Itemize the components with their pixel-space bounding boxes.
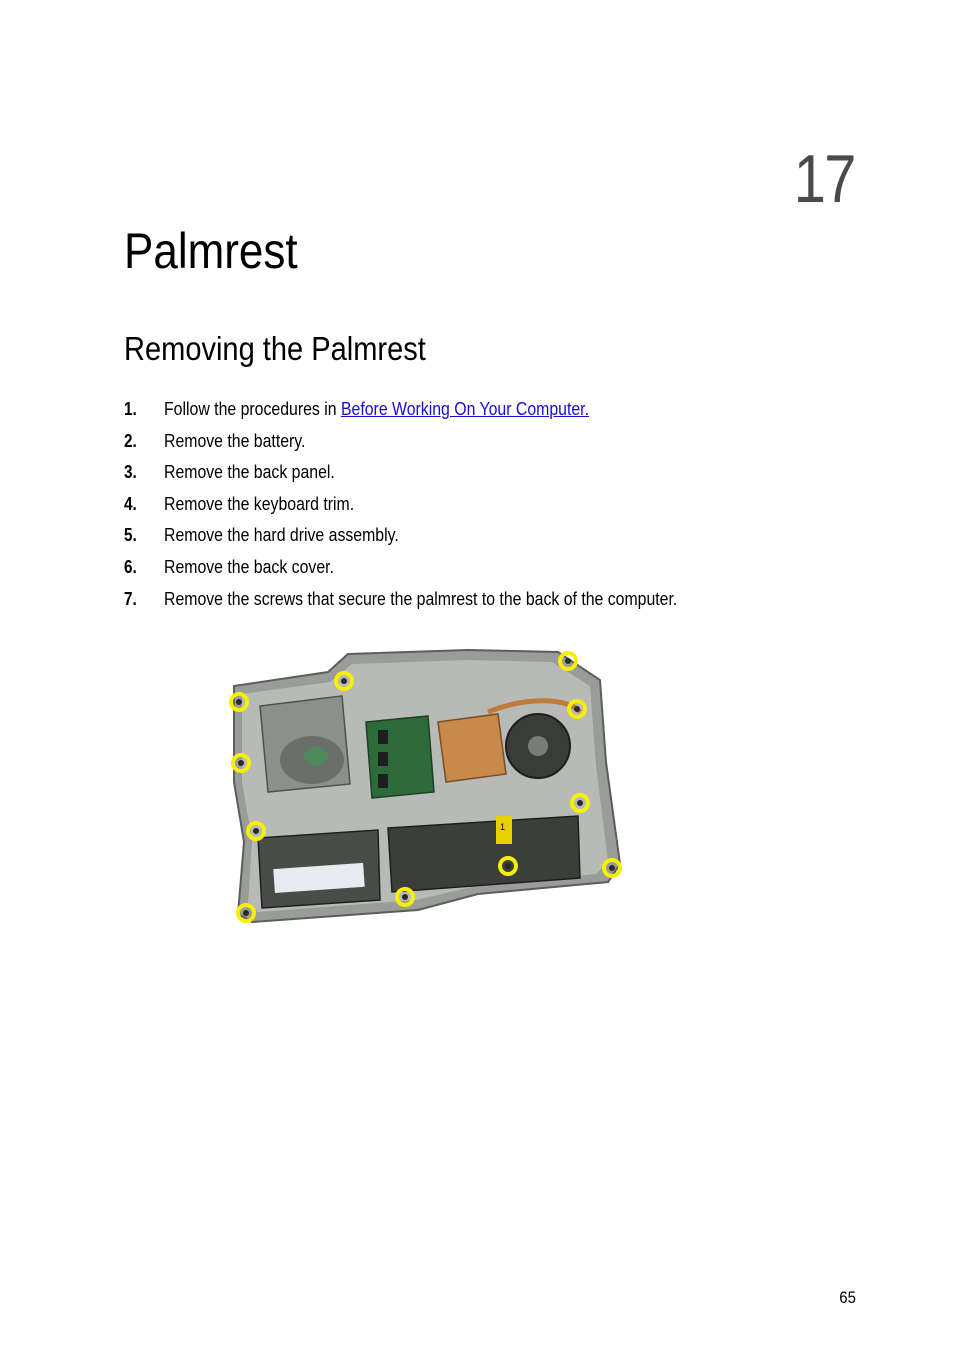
step-text: Remove the back panel. (164, 462, 335, 483)
step-text: Follow the procedures in Before Working … (164, 396, 589, 428)
screw-marker-icon (236, 903, 256, 923)
step-text-pre: Follow the procedures in (164, 399, 341, 419)
heatsink (437, 713, 507, 783)
screw-marker-icon (570, 793, 590, 813)
memory-chip (378, 774, 388, 788)
page-number: 65 (839, 1288, 856, 1307)
step-item: 5. Remove the hard drive assembly. (124, 522, 844, 554)
screw-marker-icon (558, 651, 578, 671)
step-text: Remove the hard drive assembly. (164, 525, 399, 546)
chapter-title: Palmrest (124, 223, 298, 279)
chapter-number: 17 (794, 141, 857, 217)
step-item: 7. Remove the screws that secure the pal… (124, 586, 844, 618)
step-number: 3. (124, 462, 137, 483)
screw-marker-icon (231, 753, 251, 773)
warning-label (496, 816, 512, 844)
drive-label-disc (304, 747, 328, 765)
screw-marker-icon (334, 671, 354, 691)
step-text: Remove the back cover. (164, 556, 334, 577)
step-item: 6. Remove the back cover. (124, 554, 844, 586)
step-item: 4. Remove the keyboard trim. (124, 491, 844, 523)
fan-hub (528, 736, 548, 756)
step-number: 1. (124, 399, 137, 419)
step-item: 3. Remove the back panel. (124, 459, 844, 491)
step-number: 7. (124, 588, 137, 609)
step-text: Remove the battery. (164, 430, 306, 451)
bottom-cover-panel (387, 815, 581, 893)
screw-marker-icon (395, 887, 415, 907)
laptop-underside-illustration: 1 (229, 648, 622, 924)
screw-marker-icon (567, 699, 587, 719)
screw-heads (236, 658, 615, 916)
step-text: Remove the screws that secure the palmre… (164, 588, 678, 609)
screw-marker-icon (229, 692, 249, 712)
memory-chip (378, 730, 388, 744)
procedure-steps: 1. Follow the procedures in Before Worki… (124, 396, 844, 617)
screw-marker-icon (498, 856, 518, 876)
step-number: 5. (124, 525, 137, 546)
screw-marker-icon (246, 821, 266, 841)
palmrest-screws-photo: 1 (228, 642, 628, 928)
step-item: 2. Remove the battery. (124, 428, 844, 460)
battery-label (273, 862, 365, 894)
step-number: 6. (124, 556, 137, 577)
screw-markers (229, 651, 622, 923)
step-item: 1. Follow the procedures in Before Worki… (124, 396, 844, 428)
section-title: Removing the Palmrest (124, 330, 426, 367)
step-number: 2. (124, 430, 137, 451)
step-number: 4. (124, 493, 137, 514)
memory-chip (378, 752, 388, 766)
memory-module (365, 715, 435, 799)
screw-marker-icon (602, 858, 622, 878)
warning-label-text: 1 (500, 822, 505, 832)
before-working-link[interactable]: Before Working On Your Computer. (340, 399, 589, 419)
step-text: Remove the keyboard trim. (164, 493, 355, 514)
